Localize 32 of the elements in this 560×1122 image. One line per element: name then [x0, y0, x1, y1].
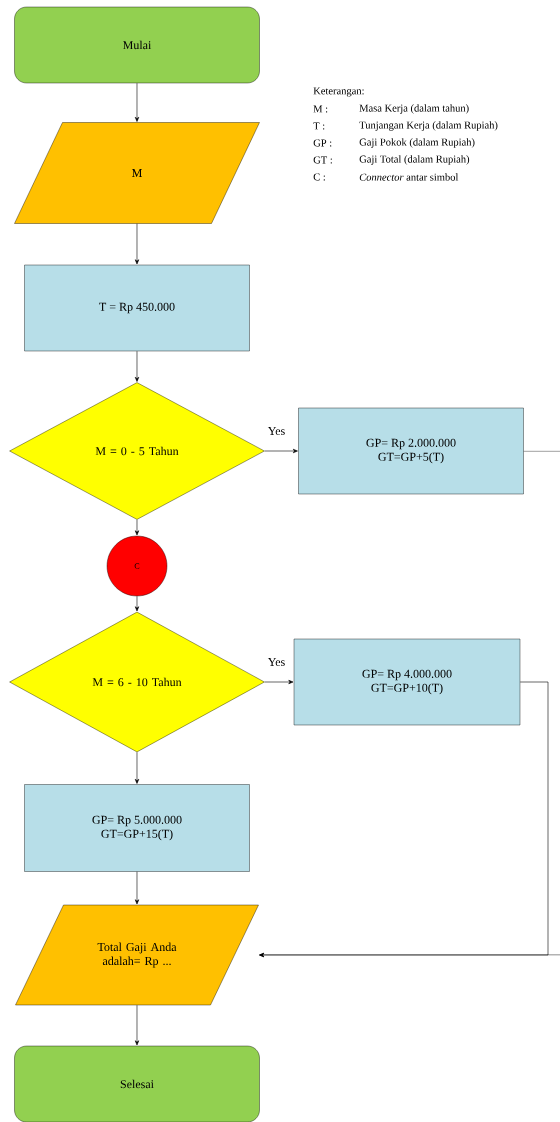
symbol-description: Masa Kerja (dalam tahun): [359, 104, 469, 114]
process-box: GP= Rp 5.000.000 GT=GP+15(T): [24, 784, 250, 872]
process-box: GP= Rp 2.000.000 GT=GP+5(T): [298, 407, 524, 495]
process-box: GP= Rp 4.000.000 GT=GP+10(T): [293, 638, 521, 726]
arrow: [264, 679, 294, 685]
arrow: [134, 871, 140, 905]
edge-label: Yes: [266, 657, 287, 667]
arrow: [264, 448, 298, 454]
data-parallelogram: M: [14, 122, 260, 224]
note-heading: Keterangan:: [313, 87, 364, 97]
symbol-name: GP :: [313, 139, 332, 147]
symbol-description: Tunjangan Kerja (dalam Rupiah): [359, 121, 498, 131]
arrow: [134, 350, 140, 382]
arrow: [134, 223, 140, 265]
symbol-description: Connector antar simbol: [359, 173, 459, 181]
arrow: [259, 681, 549, 958]
terminal-box: Mulai: [14, 6, 260, 84]
arrow: [134, 519, 140, 536]
arrow: [134, 595, 140, 612]
symbol-name: C :: [313, 173, 325, 181]
symbol-name: GT :: [313, 156, 332, 164]
arrow: [134, 1004, 140, 1046]
terminal-box: Selesai: [14, 1045, 260, 1122]
data-parallelogram: Total Gaji Anda adalah= Rp ...: [15, 904, 259, 1006]
arrow: [134, 82, 140, 122]
symbol-description: Gaji Pokok (dalam Rupiah): [359, 138, 475, 148]
arrow: [134, 751, 140, 784]
symbol-name: T :: [313, 122, 325, 130]
edge-label: Yes: [266, 426, 287, 436]
symbol-description: Gaji Total (dalam Rupiah): [359, 155, 470, 165]
symbol-name: M :: [313, 105, 328, 113]
process-box: T = Rp 450.000: [24, 264, 250, 352]
